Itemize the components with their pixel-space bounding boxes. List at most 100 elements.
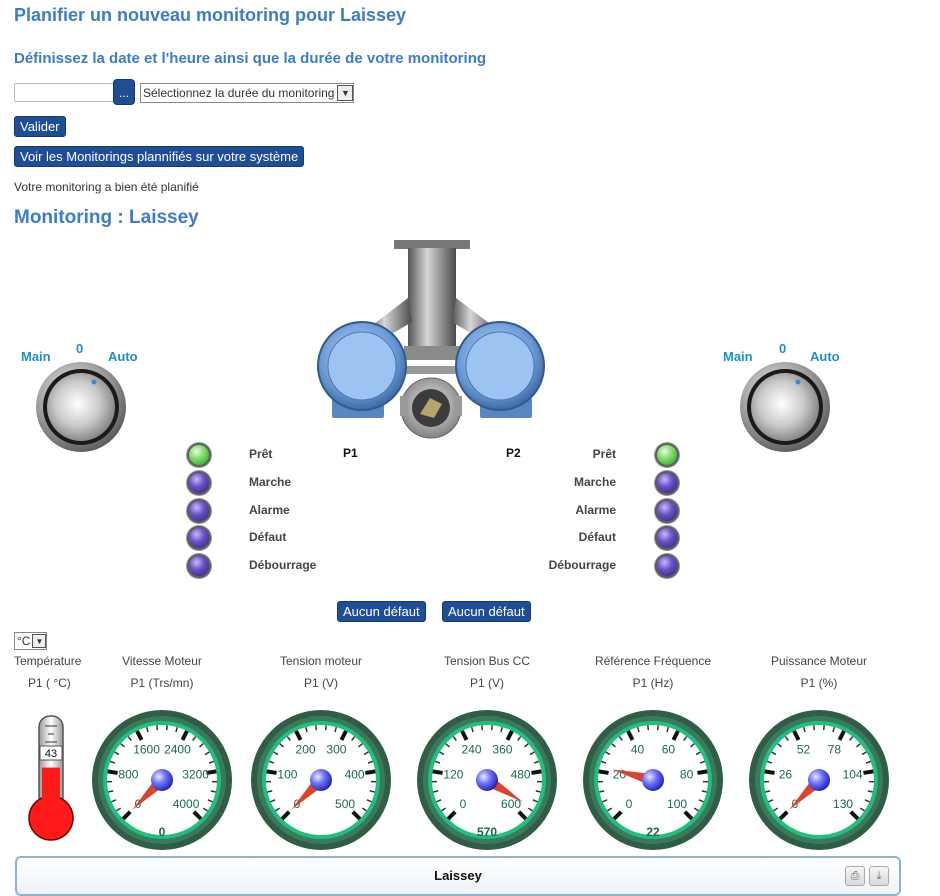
p1-ready-led bbox=[187, 443, 211, 467]
gauge-minor-tick bbox=[868, 791, 873, 792]
gauge-major-tick bbox=[765, 771, 775, 773]
download-icon[interactable]: ⤓ bbox=[869, 866, 889, 886]
gauge-minor-tick bbox=[267, 791, 272, 792]
p2-unclog-label: Débourrage bbox=[549, 558, 616, 572]
gauge-puissance-moteur: 0265278104130 bbox=[748, 709, 890, 851]
gauge-tick-label: 360 bbox=[492, 743, 512, 757]
gauge-hub bbox=[151, 769, 173, 791]
gauge-unit: P1 (Trs/mn) bbox=[91, 676, 233, 690]
switch-left-zero-label: 0 bbox=[76, 341, 83, 356]
gauge-major-tick bbox=[267, 771, 277, 773]
gauge-unit: P1 (Hz) bbox=[582, 676, 724, 690]
p1-fault-label: Défaut bbox=[249, 530, 286, 544]
p1-unclog-label: Débourrage bbox=[249, 558, 316, 572]
p1-ready-label: Prêt bbox=[249, 447, 272, 461]
gauge-tick-label: 60 bbox=[662, 743, 676, 757]
gauge-tick-label: 3200 bbox=[182, 768, 209, 782]
gauge-tick-label: 300 bbox=[326, 743, 346, 757]
validate-button[interactable]: Valider bbox=[14, 116, 66, 137]
gauge-title: Vitesse Moteur bbox=[91, 654, 233, 668]
gauge-hub bbox=[476, 769, 498, 791]
page-subtitle: Définissez la date et l'heure ainsi que … bbox=[14, 50, 486, 67]
chevron-down-icon: ▼ bbox=[32, 634, 46, 648]
gauge-unit: P1 (V) bbox=[250, 676, 392, 690]
thermometer-value: 43 bbox=[45, 748, 57, 760]
gauge-tick-label: 200 bbox=[296, 743, 316, 757]
gauge-tick-label: 500 bbox=[335, 797, 355, 811]
gauge-unit: P1 (V) bbox=[416, 676, 558, 690]
duration-select[interactable]: Sélectionnez la durée du monitoring ▼ bbox=[140, 83, 354, 103]
gauge-title: Référence Fréquence bbox=[582, 654, 724, 668]
gauge-title: Tension Bus CC bbox=[416, 654, 558, 668]
gauge-major-tick bbox=[697, 771, 707, 773]
gauge-tick-label: 0 bbox=[460, 797, 467, 811]
gauge-minor-tick bbox=[536, 791, 541, 792]
duration-select-value: Sélectionnez la durée du monitoring bbox=[143, 86, 334, 100]
chevron-down-icon: ▼ bbox=[337, 85, 353, 101]
temperature-unit: P1 ( °C) bbox=[28, 676, 71, 690]
p1-running-label: Marche bbox=[249, 475, 291, 489]
gauge-title: Tension moteur bbox=[250, 654, 392, 668]
p2-fault-label: Défaut bbox=[579, 530, 616, 544]
gauge-tick-label: 4000 bbox=[173, 797, 200, 811]
gauge-minor-tick bbox=[433, 791, 438, 792]
p2-alarm-label: Alarme bbox=[575, 503, 616, 517]
status-message: Votre monitoring a bien été planifié bbox=[14, 180, 199, 194]
p2-alarm-led bbox=[655, 499, 679, 523]
gauge-minor-tick bbox=[211, 791, 216, 792]
gauge-readout: 22 bbox=[646, 825, 660, 839]
site-panel-title: Laissey bbox=[17, 868, 899, 883]
date-input[interactable] bbox=[14, 83, 116, 102]
gauge-major-tick bbox=[433, 771, 443, 773]
gauge-tick-label: 52 bbox=[797, 743, 811, 757]
pump-p1-label: P1 bbox=[343, 446, 358, 460]
gauge-tick-label: 20 bbox=[613, 768, 627, 782]
gauge-hub bbox=[808, 769, 830, 791]
temperature-title: Température bbox=[14, 654, 81, 668]
temperature-unit-select[interactable]: °C ▼ bbox=[14, 632, 47, 650]
gauge-tick-label: 100 bbox=[667, 797, 687, 811]
gauge-tick-label: 1600 bbox=[133, 743, 160, 757]
gauge-tick-label: 120 bbox=[443, 768, 463, 782]
p2-fault-status-button[interactable]: Aucun défaut bbox=[442, 601, 531, 622]
gauge-tick-label: 78 bbox=[828, 743, 842, 757]
p1-running-led bbox=[187, 471, 211, 495]
gauge-tick-label: 400 bbox=[345, 768, 365, 782]
selector-switch-left-knob[interactable] bbox=[34, 360, 128, 454]
site-panel-header: Laissey ⎙ ⤓ bbox=[15, 856, 901, 896]
gauge-readout: 570 bbox=[477, 825, 497, 839]
view-schedules-button[interactable]: Voir les Monitorings plannifiés sur votr… bbox=[14, 146, 304, 167]
pump-p2-label: P2 bbox=[506, 446, 521, 460]
p2-running-led bbox=[655, 471, 679, 495]
gauge-major-tick bbox=[863, 771, 873, 773]
monitoring-title: Monitoring : Laissey bbox=[14, 207, 199, 229]
p2-running-label: Marche bbox=[574, 475, 616, 489]
selector-switch-right-knob[interactable] bbox=[738, 360, 832, 454]
gauge-minor-tick bbox=[765, 791, 770, 792]
gauge-tick-label: 130 bbox=[833, 797, 853, 811]
gauge-minor-tick bbox=[108, 791, 113, 792]
gauge-tick-label: 0 bbox=[626, 797, 633, 811]
switch-right-zero-label: 0 bbox=[779, 341, 786, 356]
thermometer: 43 bbox=[26, 714, 76, 846]
page-title: Planifier un nouveau monitoring pour Lai… bbox=[14, 5, 406, 26]
gauge-hub bbox=[642, 769, 664, 791]
gauge-major-tick bbox=[365, 771, 375, 773]
p2-ready-label: Prêt bbox=[593, 447, 616, 461]
gauge-unit: P1 (%) bbox=[748, 676, 890, 690]
p1-unclog-led bbox=[187, 554, 211, 578]
gauge-readout: 0 bbox=[159, 825, 166, 839]
p1-fault-status-button[interactable]: Aucun défaut bbox=[337, 601, 426, 622]
gauge-tick-label: 800 bbox=[118, 768, 138, 782]
gauge-major-tick bbox=[531, 771, 541, 773]
print-icon[interactable]: ⎙ bbox=[845, 866, 865, 886]
gauge-tick-label: 104 bbox=[843, 768, 863, 782]
gauge-tick-label: 26 bbox=[779, 768, 793, 782]
pump-station-diagram bbox=[316, 238, 556, 443]
p1-alarm-label: Alarme bbox=[249, 503, 290, 517]
date-picker-button[interactable]: ... bbox=[113, 79, 135, 105]
gauge-minor-tick bbox=[599, 791, 604, 792]
